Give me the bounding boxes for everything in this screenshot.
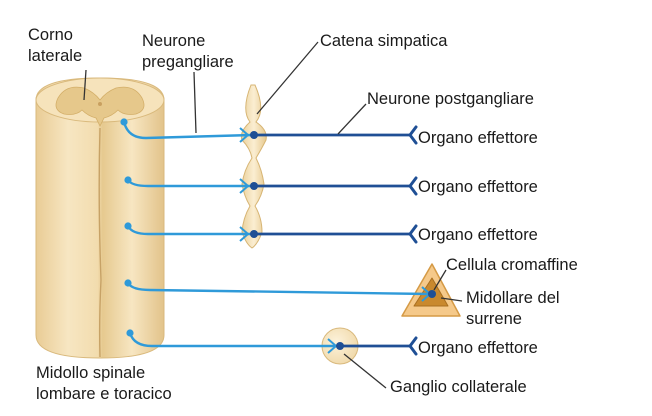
dot-icon <box>124 222 132 230</box>
label-organo-effettore-3: Organo effettore <box>418 226 538 244</box>
dot-icon <box>428 290 436 298</box>
label-organo-effettore-4: Organo effettore <box>418 339 538 357</box>
label-organo-effettore-2: Organo effettore <box>418 178 538 196</box>
label-neurone-postgangliare: Neurone postgangliare <box>367 90 534 108</box>
leader-midollare <box>440 297 463 302</box>
dot-icon <box>250 230 258 238</box>
leader-ganglio <box>343 353 387 389</box>
gray-matter <box>55 86 145 127</box>
postganglionic-fibers <box>250 125 436 356</box>
chevron-left-icon <box>408 224 418 244</box>
label-cellula-cromaffine: Cellula cromaffine <box>446 256 578 274</box>
median-fissure <box>98 127 102 358</box>
dot-icon <box>250 182 258 190</box>
synapse-fork-6 <box>239 233 249 242</box>
spinal-cord <box>35 77 165 359</box>
dot-icon <box>120 118 128 126</box>
central-canal <box>98 102 102 106</box>
label-organo-effettore-1: Organo effettore <box>418 129 538 147</box>
label-midollo-spinale: Midollo spinale lombare e toracico <box>36 364 172 403</box>
labels: Corno laterale Neurone pregangliare Cate… <box>28 26 578 403</box>
dot-icon <box>126 329 134 337</box>
synapse-fork-4 <box>239 185 249 194</box>
dot-icon <box>250 131 258 139</box>
chevron-left-icon <box>408 176 418 196</box>
leader-corno <box>83 69 87 101</box>
synapse-fork-3 <box>239 178 249 187</box>
label-neurone-pregangliare: Neurone pregangliare <box>142 32 234 71</box>
preganglionic-fiber-4 <box>126 282 431 296</box>
leader-lines <box>83 41 463 389</box>
synapse-fork-2 <box>239 134 249 143</box>
label-midollare-surrene: Midollare del surrene <box>466 289 564 328</box>
leader-cromaffine <box>433 269 447 291</box>
chevron-left-icon <box>408 336 418 356</box>
leader-pregangliare <box>193 71 197 134</box>
label-corno-laterale: Corno laterale <box>28 26 82 65</box>
dot-icon <box>124 176 132 184</box>
label-catena-simpatica: Catena simpatica <box>320 32 448 50</box>
leader-postgangliare <box>337 103 367 135</box>
dot-icon <box>124 279 132 287</box>
leader-catena <box>256 41 319 115</box>
synapse-fork-1 <box>239 127 249 136</box>
sympathetic-chain <box>240 84 267 249</box>
label-ganglio-collaterale: Ganglio collaterale <box>390 378 527 396</box>
synapse-fork-5 <box>239 226 249 235</box>
preganglionic-fibers <box>120 118 432 354</box>
dot-icon <box>336 342 344 350</box>
chevron-left-icon <box>408 125 418 145</box>
